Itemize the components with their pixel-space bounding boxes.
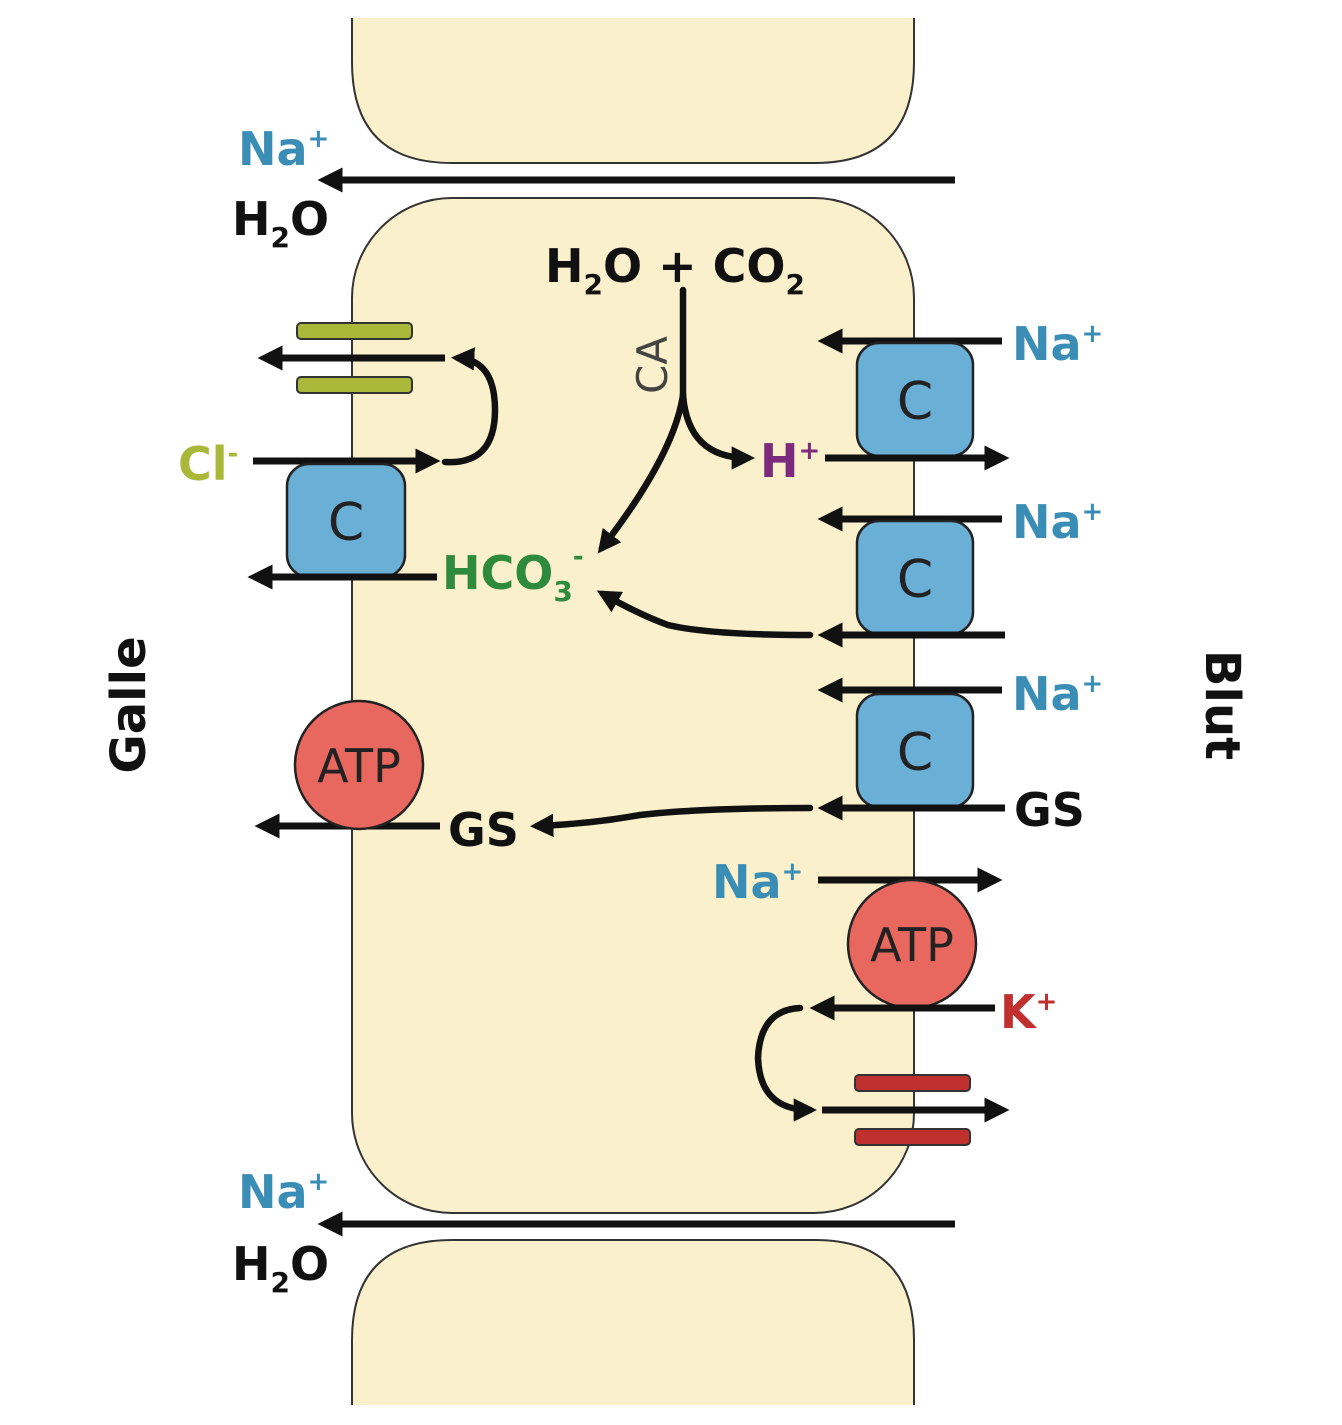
na-label-pump: Na+: [712, 855, 803, 909]
gs-atp-pump-label: ATP: [317, 739, 401, 793]
k-channel-bottom-bar: [854, 1128, 971, 1146]
gs-across-cell-arrow: [529, 804, 814, 838]
cl-channel-top-bar: [296, 322, 413, 340]
na-label-bottom: Na+: [238, 1165, 329, 1219]
na-gs-cotransporter-label: C: [897, 723, 933, 783]
cl-recycle-arrow: [441, 347, 499, 466]
gs-atp-pump: [293, 699, 425, 831]
k-channel-top-bar: [854, 1074, 971, 1092]
hco3-to-cytosol-arrow: [596, 590, 814, 639]
carbonic-anhydrase-label: CA: [628, 336, 677, 394]
upper-neighbor-cell: [351, 18, 915, 164]
na-k-atpase-label: ATP: [870, 918, 954, 972]
cl-label: Cl-: [178, 437, 238, 491]
na-label-carrier-1: Na+: [1012, 317, 1103, 371]
na-label-top: Na+: [238, 122, 329, 176]
exchanger-label: C: [328, 493, 364, 553]
na-label-carrier-3: Na+: [1012, 667, 1103, 721]
blood-side-label: Blut: [1194, 650, 1250, 760]
bile-side-label: Galle: [101, 636, 157, 773]
na-label-carrier-2: Na+: [1012, 495, 1103, 549]
ca-to-h-arrow: [679, 391, 756, 470]
hco3-label: HCO3-: [442, 542, 584, 608]
gs-label-blood: GS: [1014, 783, 1085, 837]
reaction-label: H2O + CO2: [545, 239, 805, 301]
water-label-top: H2O: [232, 192, 329, 254]
k-label: K+: [1000, 985, 1057, 1039]
ca-to-hco3-arrow: [597, 391, 687, 554]
gs-label-cell: GS: [448, 803, 519, 857]
na-hco3-cotransporter-label: C: [897, 550, 933, 610]
h-ion-label: H+: [760, 434, 820, 488]
cl-channel-bottom-bar: [296, 376, 413, 394]
k-recycle-arrow: [754, 1004, 818, 1122]
water-label-bottom: H2O: [232, 1237, 329, 1299]
lower-neighbor-cell: [351, 1239, 915, 1405]
na-h-exchanger-label: C: [897, 372, 933, 432]
